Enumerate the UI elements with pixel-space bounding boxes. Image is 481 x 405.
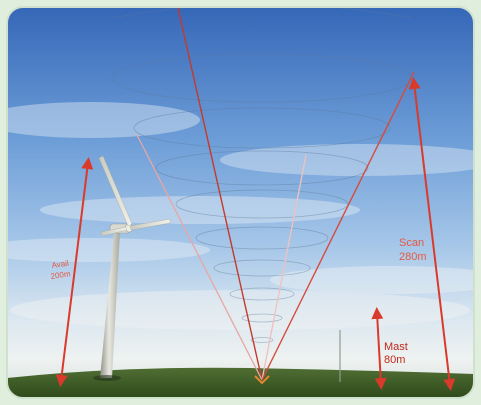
avail-label-line1: Avail — [51, 259, 70, 270]
ground — [7, 367, 474, 398]
avail-label-line2: 200m — [50, 269, 71, 281]
mast-arrow — [371, 307, 387, 390]
mast-label-line2: 80m — [384, 354, 405, 366]
mast-label-line1: Mast — [384, 341, 408, 353]
scan-label-line2: 280m — [399, 251, 427, 263]
avail-arrow — [55, 157, 94, 387]
wind-turbine — [93, 155, 171, 381]
scan-arrow — [408, 77, 456, 391]
lidar-device — [254, 375, 270, 385]
lidar-beams — [136, 7, 415, 381]
scan-label-line1: Scan — [399, 237, 424, 249]
frame-border — [6, 6, 475, 399]
